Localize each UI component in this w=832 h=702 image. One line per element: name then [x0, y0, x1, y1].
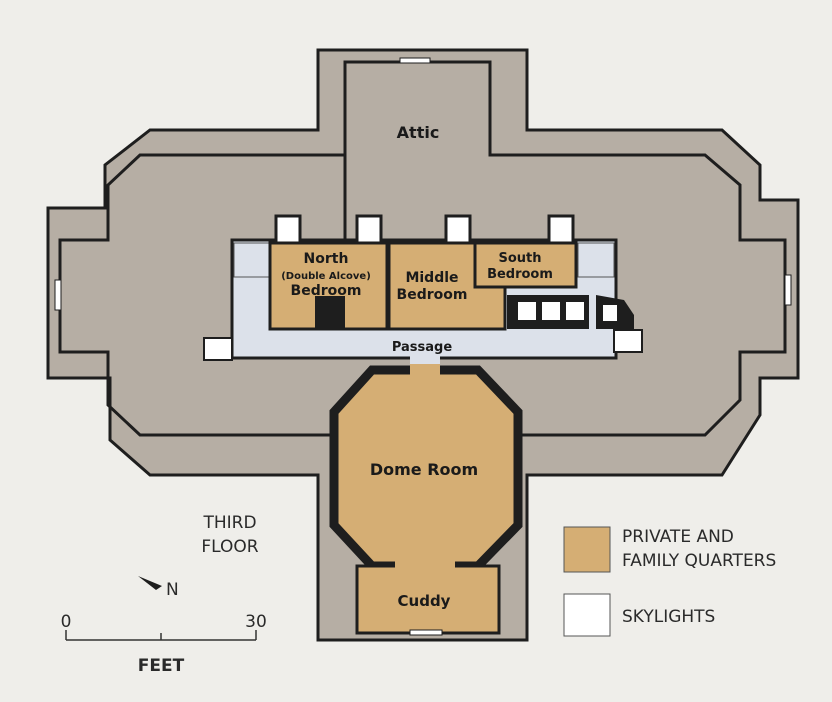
closet-box: [566, 302, 584, 320]
legend-swatch-skylights: [563, 593, 611, 637]
south-bedroom[interactable]: [473, 241, 578, 289]
attic-inner-wall: [343, 60, 787, 437]
label-middle-1: Middle: [405, 270, 458, 286]
label-north-2: (Double Alcove): [281, 271, 371, 282]
legend-swatch-private: [563, 526, 611, 573]
label-dome-room: Dome Room: [370, 460, 478, 479]
closet-box: [603, 305, 617, 321]
stair-steps-right: [613, 329, 643, 353]
scale-max: 30: [245, 612, 267, 632]
skylight: [355, 214, 383, 245]
skylight: [274, 214, 302, 245]
floor-title-line1: THIRD: [202, 513, 256, 533]
window-right: [784, 274, 792, 306]
dome-door: [410, 364, 440, 376]
skylight: [547, 214, 575, 245]
floor-title-line2: FLOOR: [201, 537, 258, 557]
label-attic: Attic: [397, 123, 440, 142]
north-bedroom-closet: [315, 296, 345, 329]
label-cuddy: Cuddy: [398, 592, 451, 610]
legend-private-line2: FAMILY QUARTERS: [622, 551, 776, 571]
window-left: [54, 279, 62, 311]
label-passage: Passage: [392, 340, 453, 355]
stair-south: [577, 242, 615, 278]
label-north-1: North: [304, 251, 349, 267]
window-bottom: [409, 629, 443, 636]
label-south-2: Bedroom: [487, 267, 553, 282]
scale-unit: FEET: [138, 656, 185, 676]
attic-inner-wall-left: [58, 62, 347, 437]
closet-box: [518, 302, 536, 320]
legend-private-line1: PRIVATE AND: [622, 527, 734, 547]
label-north-3: Bedroom: [291, 283, 362, 299]
cuddy-opening: [395, 561, 455, 571]
north-arrow-icon: [138, 576, 162, 590]
label-middle-2: Bedroom: [397, 287, 468, 303]
skylight: [444, 214, 472, 245]
label-south-1: South: [498, 251, 541, 266]
compass-label: N: [166, 580, 179, 600]
scale-bar: [65, 630, 257, 641]
scale-min: 0: [61, 612, 72, 632]
stair-north: [233, 242, 271, 278]
closet-box: [542, 302, 560, 320]
stair-steps-left: [203, 337, 233, 361]
legend-skylights: SKYLIGHTS: [622, 607, 715, 627]
cuddy[interactable]: [355, 564, 501, 635]
window-top: [399, 57, 431, 64]
